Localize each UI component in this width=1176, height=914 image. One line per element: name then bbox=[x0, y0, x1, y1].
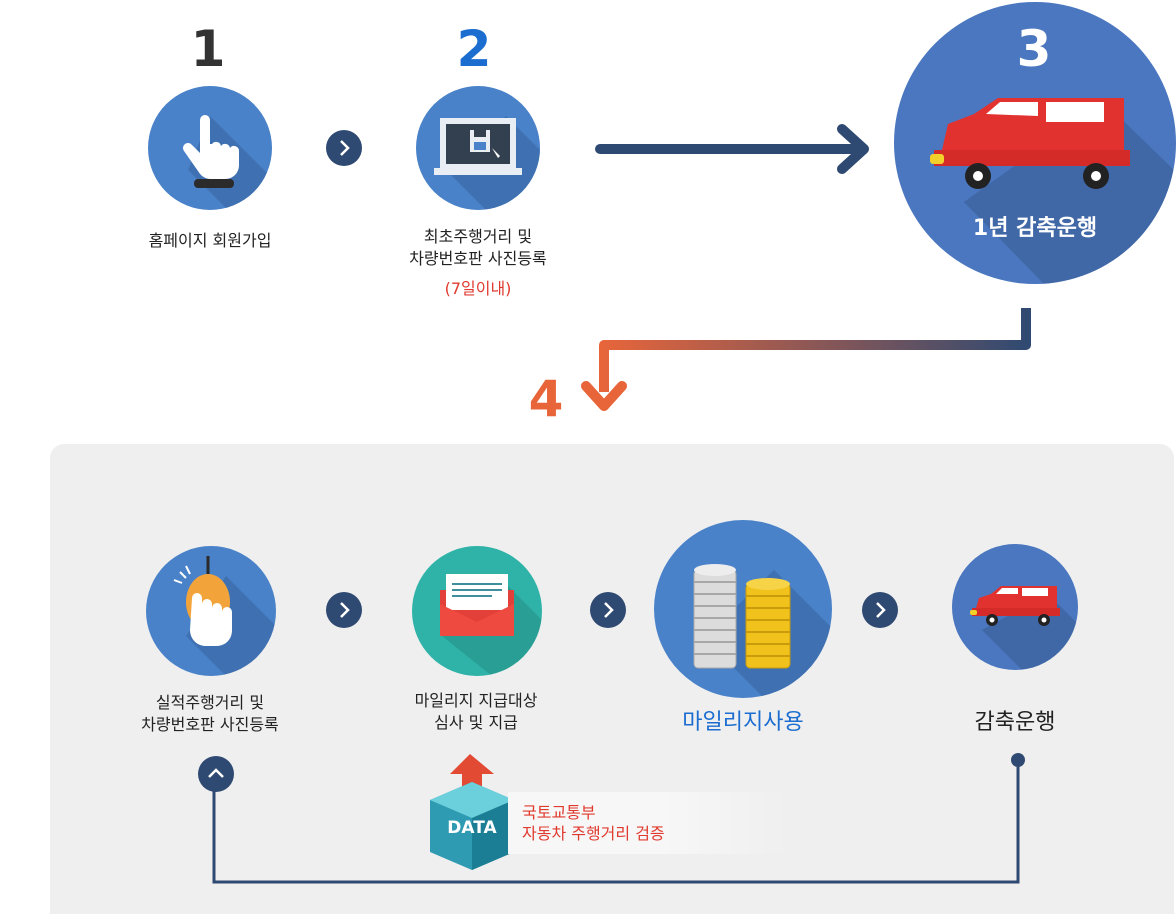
bottom-step-4-label: 감축운행 bbox=[974, 710, 1056, 735]
step-2-number: 2 bbox=[456, 20, 492, 78]
next-chevron-3 bbox=[590, 592, 626, 628]
mail-icon bbox=[440, 574, 542, 676]
bottom-step-1-circle bbox=[146, 546, 276, 676]
bottom-step-2-circle bbox=[412, 546, 542, 676]
computer-save-icon bbox=[434, 116, 540, 210]
chevron-right-icon bbox=[340, 140, 350, 156]
step-2-label: 최초주행거리 및 차량번호판 사진등록 (7일이내) bbox=[378, 226, 578, 300]
chevron-right-icon bbox=[876, 602, 886, 618]
data-badge-text: DATA bbox=[447, 818, 497, 838]
step-2-note: (7일이내) bbox=[444, 279, 512, 298]
step-1-circle bbox=[148, 86, 272, 210]
step-2-circle bbox=[416, 86, 540, 210]
bottom-step-3-label: 마일리지사용 bbox=[682, 710, 804, 735]
bottom-step-4-circle bbox=[952, 544, 1078, 670]
next-chevron-1 bbox=[326, 130, 362, 166]
step-1-label: 홈페이지 회원가입 bbox=[148, 231, 272, 250]
pointer-hand-icon bbox=[183, 115, 272, 210]
data-source-box bbox=[508, 792, 788, 854]
step-3-circle: 1년 감축운행 bbox=[894, 2, 1176, 284]
mouse-hand-icon bbox=[173, 556, 276, 676]
data-source-label: 국토교통부 자동차 주행거리 검증 bbox=[522, 803, 665, 843]
chevron-up-icon bbox=[208, 768, 224, 778]
chevron-right-icon bbox=[340, 602, 350, 618]
coins-icon bbox=[693, 564, 832, 698]
next-chevron-2 bbox=[326, 592, 362, 628]
car-icon bbox=[930, 98, 1176, 284]
up-chevron bbox=[198, 756, 234, 792]
bottom-step-1-label: 실적주행거리 및 차량번호판 사진등록 bbox=[141, 693, 279, 734]
bottom-step-3-circle bbox=[654, 520, 832, 698]
step-1-number: 1 bbox=[190, 20, 226, 78]
step-4-number: 4 bbox=[528, 370, 564, 428]
step-3-number: 3 bbox=[1016, 20, 1052, 78]
next-chevron-4 bbox=[862, 592, 898, 628]
bottom-step-2-label: 마일리지 지급대상 심사 및 지급 bbox=[414, 691, 538, 732]
car-icon bbox=[970, 586, 1078, 670]
chevron-right-icon bbox=[604, 602, 614, 618]
step-3-label: 1년 감축운행 bbox=[972, 216, 1098, 241]
